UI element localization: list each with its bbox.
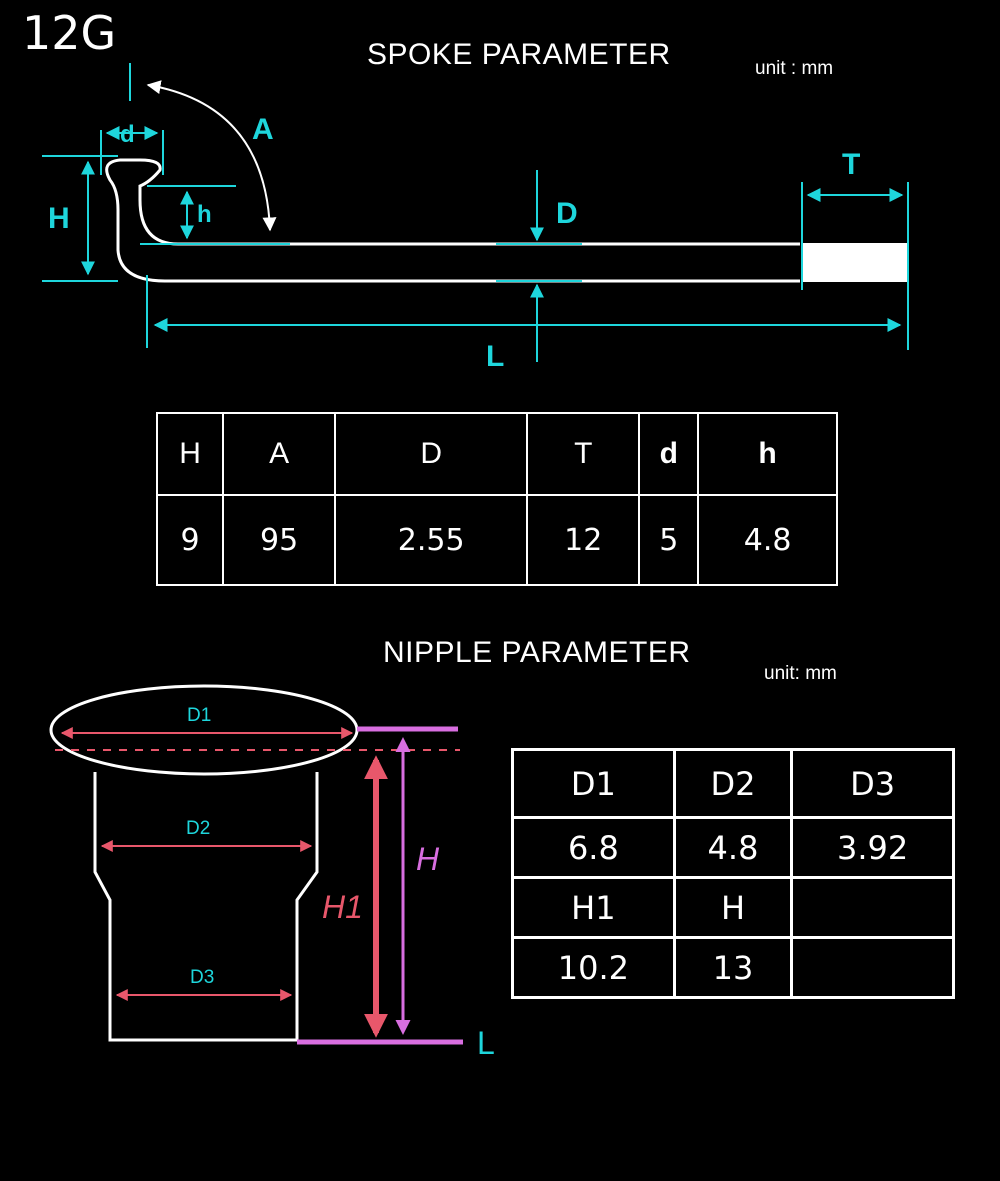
header-D3: D3 <box>790 748 955 819</box>
header-d: d <box>638 412 700 496</box>
spoke-diagram: d A H h D T L <box>42 63 909 373</box>
table-row: 6.8 4.8 3.92 <box>511 816 955 879</box>
header-D: D <box>334 412 529 496</box>
value-H1: 10.2 <box>511 936 676 999</box>
nipple-unit: unit: mm <box>764 663 837 684</box>
label-L-nipple: L <box>477 1025 495 1061</box>
label-D2: D2 <box>186 818 210 839</box>
empty-cell <box>790 936 955 999</box>
gauge-label: 12G <box>22 6 117 60</box>
spoke-unit: unit : mm <box>755 58 834 79</box>
nipple-parameter-table: D1 D2 D3 6.8 4.8 3.92 H1 H 10.2 13 <box>511 748 955 999</box>
label-L: L <box>486 340 504 373</box>
table-row: H A D T d h <box>155 412 838 496</box>
value-D1: 6.8 <box>511 816 676 879</box>
angle-arc <box>146 80 277 232</box>
table-row: 9 95 2.55 12 5 4.8 <box>155 494 838 586</box>
label-D: D <box>556 197 578 230</box>
header-D2: D2 <box>672 748 794 819</box>
spoke-dimensions <box>42 63 909 362</box>
table-row: H1 H <box>511 876 955 939</box>
header-H: H <box>672 876 794 939</box>
value-T: 12 <box>526 494 641 586</box>
label-H-nipple: H <box>416 841 440 877</box>
label-D3: D3 <box>190 967 214 988</box>
header-A: A <box>222 412 337 496</box>
spoke-thread <box>801 243 907 282</box>
spoke-parameter-table: H A D T d h 9 95 2.55 12 5 4.8 <box>155 412 838 586</box>
value-d: 5 <box>638 494 700 586</box>
label-D1: D1 <box>187 705 211 726</box>
value-h: 4.8 <box>697 494 838 586</box>
label-d: d <box>120 121 135 148</box>
header-T: T <box>526 412 641 496</box>
spoke-title: SPOKE PARAMETER <box>367 38 671 71</box>
table-row: D1 D2 D3 <box>511 748 955 819</box>
label-A: A <box>252 113 274 146</box>
value-H: 9 <box>155 494 225 586</box>
header-H: H <box>155 412 225 496</box>
label-T: T <box>842 148 860 181</box>
label-H1: H1 <box>322 889 363 925</box>
value-D2: 4.8 <box>672 816 794 879</box>
table-row: 10.2 13 <box>511 936 955 999</box>
header-H1: H1 <box>511 876 676 939</box>
nipple-dimensions <box>60 727 354 1001</box>
value-D3: 3.92 <box>790 816 955 879</box>
reference-lines <box>297 726 463 1045</box>
label-h: h <box>197 201 212 228</box>
value-A: 95 <box>222 494 337 586</box>
header-h: h <box>697 412 838 496</box>
value-H: 13 <box>672 936 794 999</box>
label-H: H <box>48 202 70 235</box>
nipple-shape <box>49 684 359 1042</box>
value-D: 2.55 <box>334 494 529 586</box>
header-D1: D1 <box>511 748 676 819</box>
nipple-title: NIPPLE PARAMETER <box>383 636 691 669</box>
empty-cell <box>790 876 955 939</box>
